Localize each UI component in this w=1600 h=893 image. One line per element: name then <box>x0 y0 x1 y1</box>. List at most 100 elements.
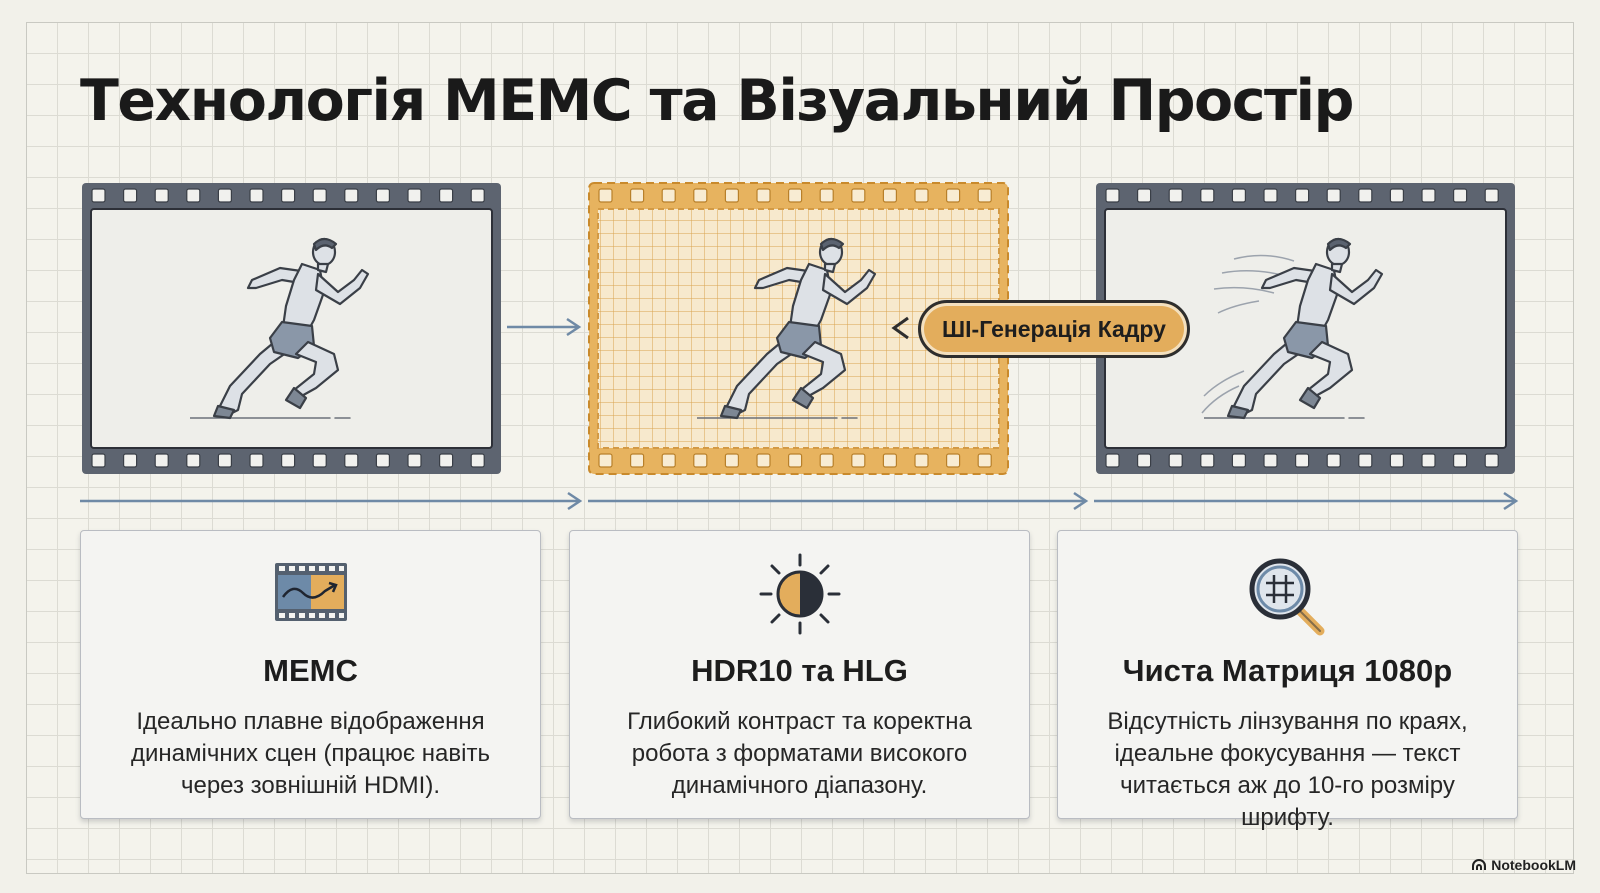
perforation-hole <box>1421 188 1436 203</box>
perforation-hole <box>439 453 454 468</box>
perforation-hole <box>914 453 929 468</box>
perforation-hole <box>1484 453 1499 468</box>
card-text-line: динамічного діапазону. <box>671 772 928 799</box>
perforation-hole <box>217 188 232 203</box>
card-text-line: через зовнішній HDMI). <box>180 772 440 799</box>
card-description: Глибокий контраст та коректна робота з ф… <box>590 706 1009 802</box>
card-text-line: робота з форматами високого <box>631 740 968 767</box>
perforation-hole <box>249 188 264 203</box>
film-strip-wave-icon <box>274 563 347 621</box>
perforation-hole <box>1326 453 1341 468</box>
perforation-hole <box>1168 188 1183 203</box>
film-perforations-top <box>598 188 992 203</box>
perforation-hole <box>470 188 485 203</box>
perforation-hole <box>154 188 169 203</box>
perforation-hole <box>724 453 739 468</box>
perforation-hole <box>470 453 485 468</box>
perforation-hole <box>1263 453 1278 468</box>
feature-card-hdr: HDR10 та HLG Глибокий контраст та корект… <box>569 530 1030 819</box>
perforation-hole <box>375 188 390 203</box>
perforation-hole <box>914 188 929 203</box>
perforation-hole <box>788 188 803 203</box>
perforation-hole <box>1200 188 1215 203</box>
perforation-hole <box>629 188 645 203</box>
card-title: Чиста Матриця 1080р <box>1122 653 1453 688</box>
perforation-hole <box>1421 453 1436 468</box>
magnifier-grid-icon <box>1249 558 1324 636</box>
feature-card-matrix: Чиста Матриця 1080р Відсутність лінзуван… <box>1057 530 1518 831</box>
film-perforations-bottom <box>91 453 485 468</box>
perforation-hole <box>851 453 866 468</box>
perforation-hole <box>946 188 961 203</box>
film-perforations-top <box>91 188 485 203</box>
perforation-hole <box>375 453 390 468</box>
perforation-hole <box>1200 453 1215 468</box>
card-description: Ідеально плавне відображення динамічних … <box>101 706 520 802</box>
perforation-hole <box>1105 453 1120 468</box>
perforation-hole <box>344 453 359 468</box>
perforation-hole <box>882 188 897 203</box>
film-perforations-bottom <box>598 453 992 468</box>
perforation-hole <box>946 453 961 468</box>
film-perforations-bottom <box>1105 453 1499 468</box>
notebooklm-logo-icon <box>1472 859 1487 870</box>
perforation-hole <box>661 188 676 203</box>
perforation-hole <box>186 453 201 468</box>
perforation-hole <box>851 188 866 203</box>
perforation-hole <box>312 453 327 468</box>
perforation-hole <box>1453 188 1468 203</box>
brand-watermark: NotebookLM <box>1471 857 1576 873</box>
card-text-line: Глибокий контраст та коректна <box>627 708 972 735</box>
runner-figure <box>1204 237 1384 420</box>
perforation-hole <box>344 188 359 203</box>
card-title: MEMC <box>263 653 358 688</box>
perforation-hole <box>439 188 454 203</box>
perforation-hole <box>407 453 422 468</box>
perforation-hole <box>756 453 771 468</box>
page-title: Технологія MEMC та Візуальний Простір <box>80 68 1354 134</box>
badge-pointer <box>891 316 909 340</box>
runner-figure <box>697 237 877 420</box>
perforation-hole <box>122 453 138 468</box>
perforation-hole <box>407 188 422 203</box>
perforation-hole <box>724 188 739 203</box>
perforation-hole <box>186 188 201 203</box>
perforation-hole <box>1358 453 1373 468</box>
perforation-hole <box>1136 188 1152 203</box>
perforation-hole <box>1484 188 1499 203</box>
perforation-hole <box>1263 188 1278 203</box>
perforation-hole <box>1105 188 1120 203</box>
perforation-hole <box>756 188 771 203</box>
card-text-line: ідеальне фокусування — текст <box>1114 740 1461 767</box>
perforation-hole <box>281 188 296 203</box>
perforation-hole <box>91 188 106 203</box>
perforation-hole <box>693 188 708 203</box>
perforation-hole <box>977 453 992 468</box>
card-text-line: Відсутність лінзування по краях, <box>1107 708 1468 735</box>
perforation-hole <box>122 188 138 203</box>
perforation-hole <box>882 453 897 468</box>
perforation-hole <box>1389 453 1404 468</box>
perforation-hole <box>1358 188 1373 203</box>
perforation-hole <box>661 453 676 468</box>
perforation-hole <box>977 188 992 203</box>
perforation-hole <box>1295 188 1310 203</box>
perforation-hole <box>598 453 613 468</box>
perforation-hole <box>1231 453 1246 468</box>
card-text-line: динамічних сцен (працює навіть <box>131 740 490 767</box>
perforation-hole <box>217 453 232 468</box>
perforation-hole <box>598 188 613 203</box>
perforation-hole <box>1136 453 1152 468</box>
brand-name: NotebookLM <box>1491 857 1576 873</box>
half-sun-contrast-icon <box>759 553 840 635</box>
frame-arrow <box>507 317 582 337</box>
perforation-hole <box>819 453 834 468</box>
perforation-hole <box>788 453 803 468</box>
perforation-hole <box>629 453 645 468</box>
ai-frame-generation-badge: ШІ-Генерація Кадру <box>918 300 1190 358</box>
perforation-hole <box>312 188 327 203</box>
perforation-hole <box>819 188 834 203</box>
perforation-hole <box>1295 453 1310 468</box>
feature-card-memc: MEMC Ідеально плавне відображення динамі… <box>80 530 541 819</box>
perforation-hole <box>1453 453 1468 468</box>
